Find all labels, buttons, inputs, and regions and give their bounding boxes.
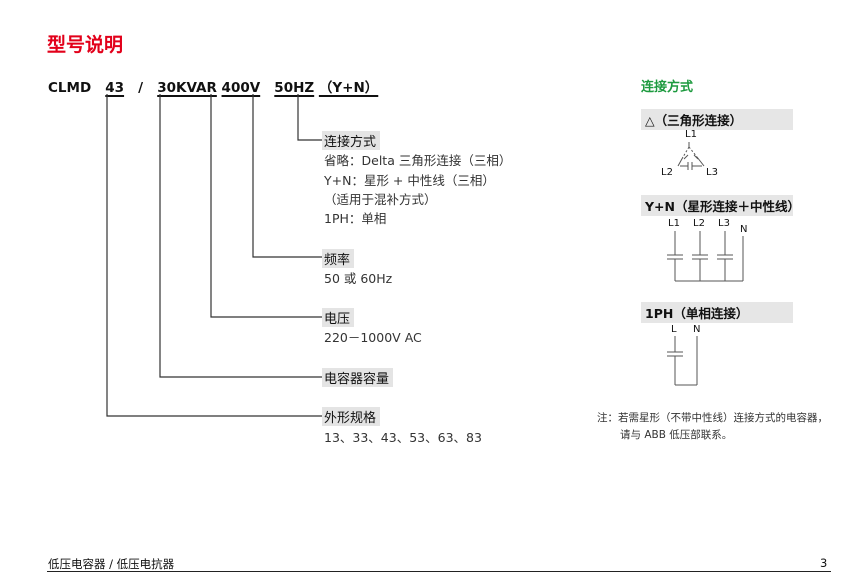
leader-voltage <box>210 94 322 318</box>
page-title: 型号说明 <box>47 34 124 56</box>
star-diagram <box>667 231 744 282</box>
voltage-line-1: 220－1000V AC <box>324 330 422 345</box>
frequency-title: 频率 <box>322 249 355 268</box>
star-terminal-l1: L1 <box>668 218 680 229</box>
code-connection: （Y+N） <box>318 80 379 96</box>
connection-title: 连接方式 <box>322 131 381 150</box>
delta-terminal-l1: L1 <box>685 129 697 140</box>
shape-line-1: 13、33、43、53、63、83 <box>324 430 482 445</box>
single-diagram <box>667 336 698 386</box>
code-voltage: 400V <box>221 80 261 96</box>
model-code: CLMD 43 / 30KVAR 400V 50HZ （Y+N） <box>48 76 378 96</box>
connection-line-4: 1PH：单相 <box>324 211 387 226</box>
single-terminal-l: L <box>671 324 677 335</box>
code-frequency: 50HZ <box>274 80 315 96</box>
star-terminal-l2: L2 <box>693 218 705 229</box>
footer-rule <box>47 571 831 572</box>
page-number: 3 <box>820 556 828 570</box>
delta-diagram <box>677 142 705 170</box>
voltage-title: 电压 <box>322 308 355 327</box>
connection-line-3: （适用于混补方式） <box>324 192 437 207</box>
capacity-title: 电容器容量 <box>322 368 394 387</box>
code-slash: / <box>138 80 144 96</box>
single-terminal-n: N <box>693 324 701 335</box>
shape-title: 外形规格 <box>322 407 381 426</box>
leader-frequency <box>252 94 322 258</box>
footer-section: 低压电容器 / 低压电抗器 <box>48 557 175 571</box>
code-series: CLMD <box>48 80 92 96</box>
frequency-line-1: 50 或 60Hz <box>324 271 393 286</box>
note-line-2: 请与 ABB 低压部联系。 <box>620 429 733 441</box>
single-label: 1PH（单相连接） <box>641 302 793 323</box>
delta-terminal-l2: L2 <box>661 167 673 178</box>
delta-label: △（三角形连接） <box>641 109 793 130</box>
connection-line-1: 省略：Delta 三角形连接（三相） <box>324 153 512 168</box>
connection-types-heading: 连接方式 <box>641 80 694 95</box>
code-shape: 43 <box>105 80 125 96</box>
leader-capacity <box>159 94 322 378</box>
leader-connection <box>297 94 322 141</box>
note-line-1: 注：若需星形（不带中性线）连接方式的电容器， <box>597 412 828 424</box>
leader-shape <box>106 94 322 417</box>
star-terminal-l3: L3 <box>718 218 730 229</box>
delta-terminal-l3: L3 <box>706 167 718 178</box>
star-label: Y+N（星形连接＋中性线） <box>641 195 800 216</box>
star-terminal-n: N <box>740 224 748 235</box>
connection-line-2: Y+N：星形 + 中性线（三相） <box>324 173 495 188</box>
code-capacity: 30KVAR <box>157 80 217 96</box>
